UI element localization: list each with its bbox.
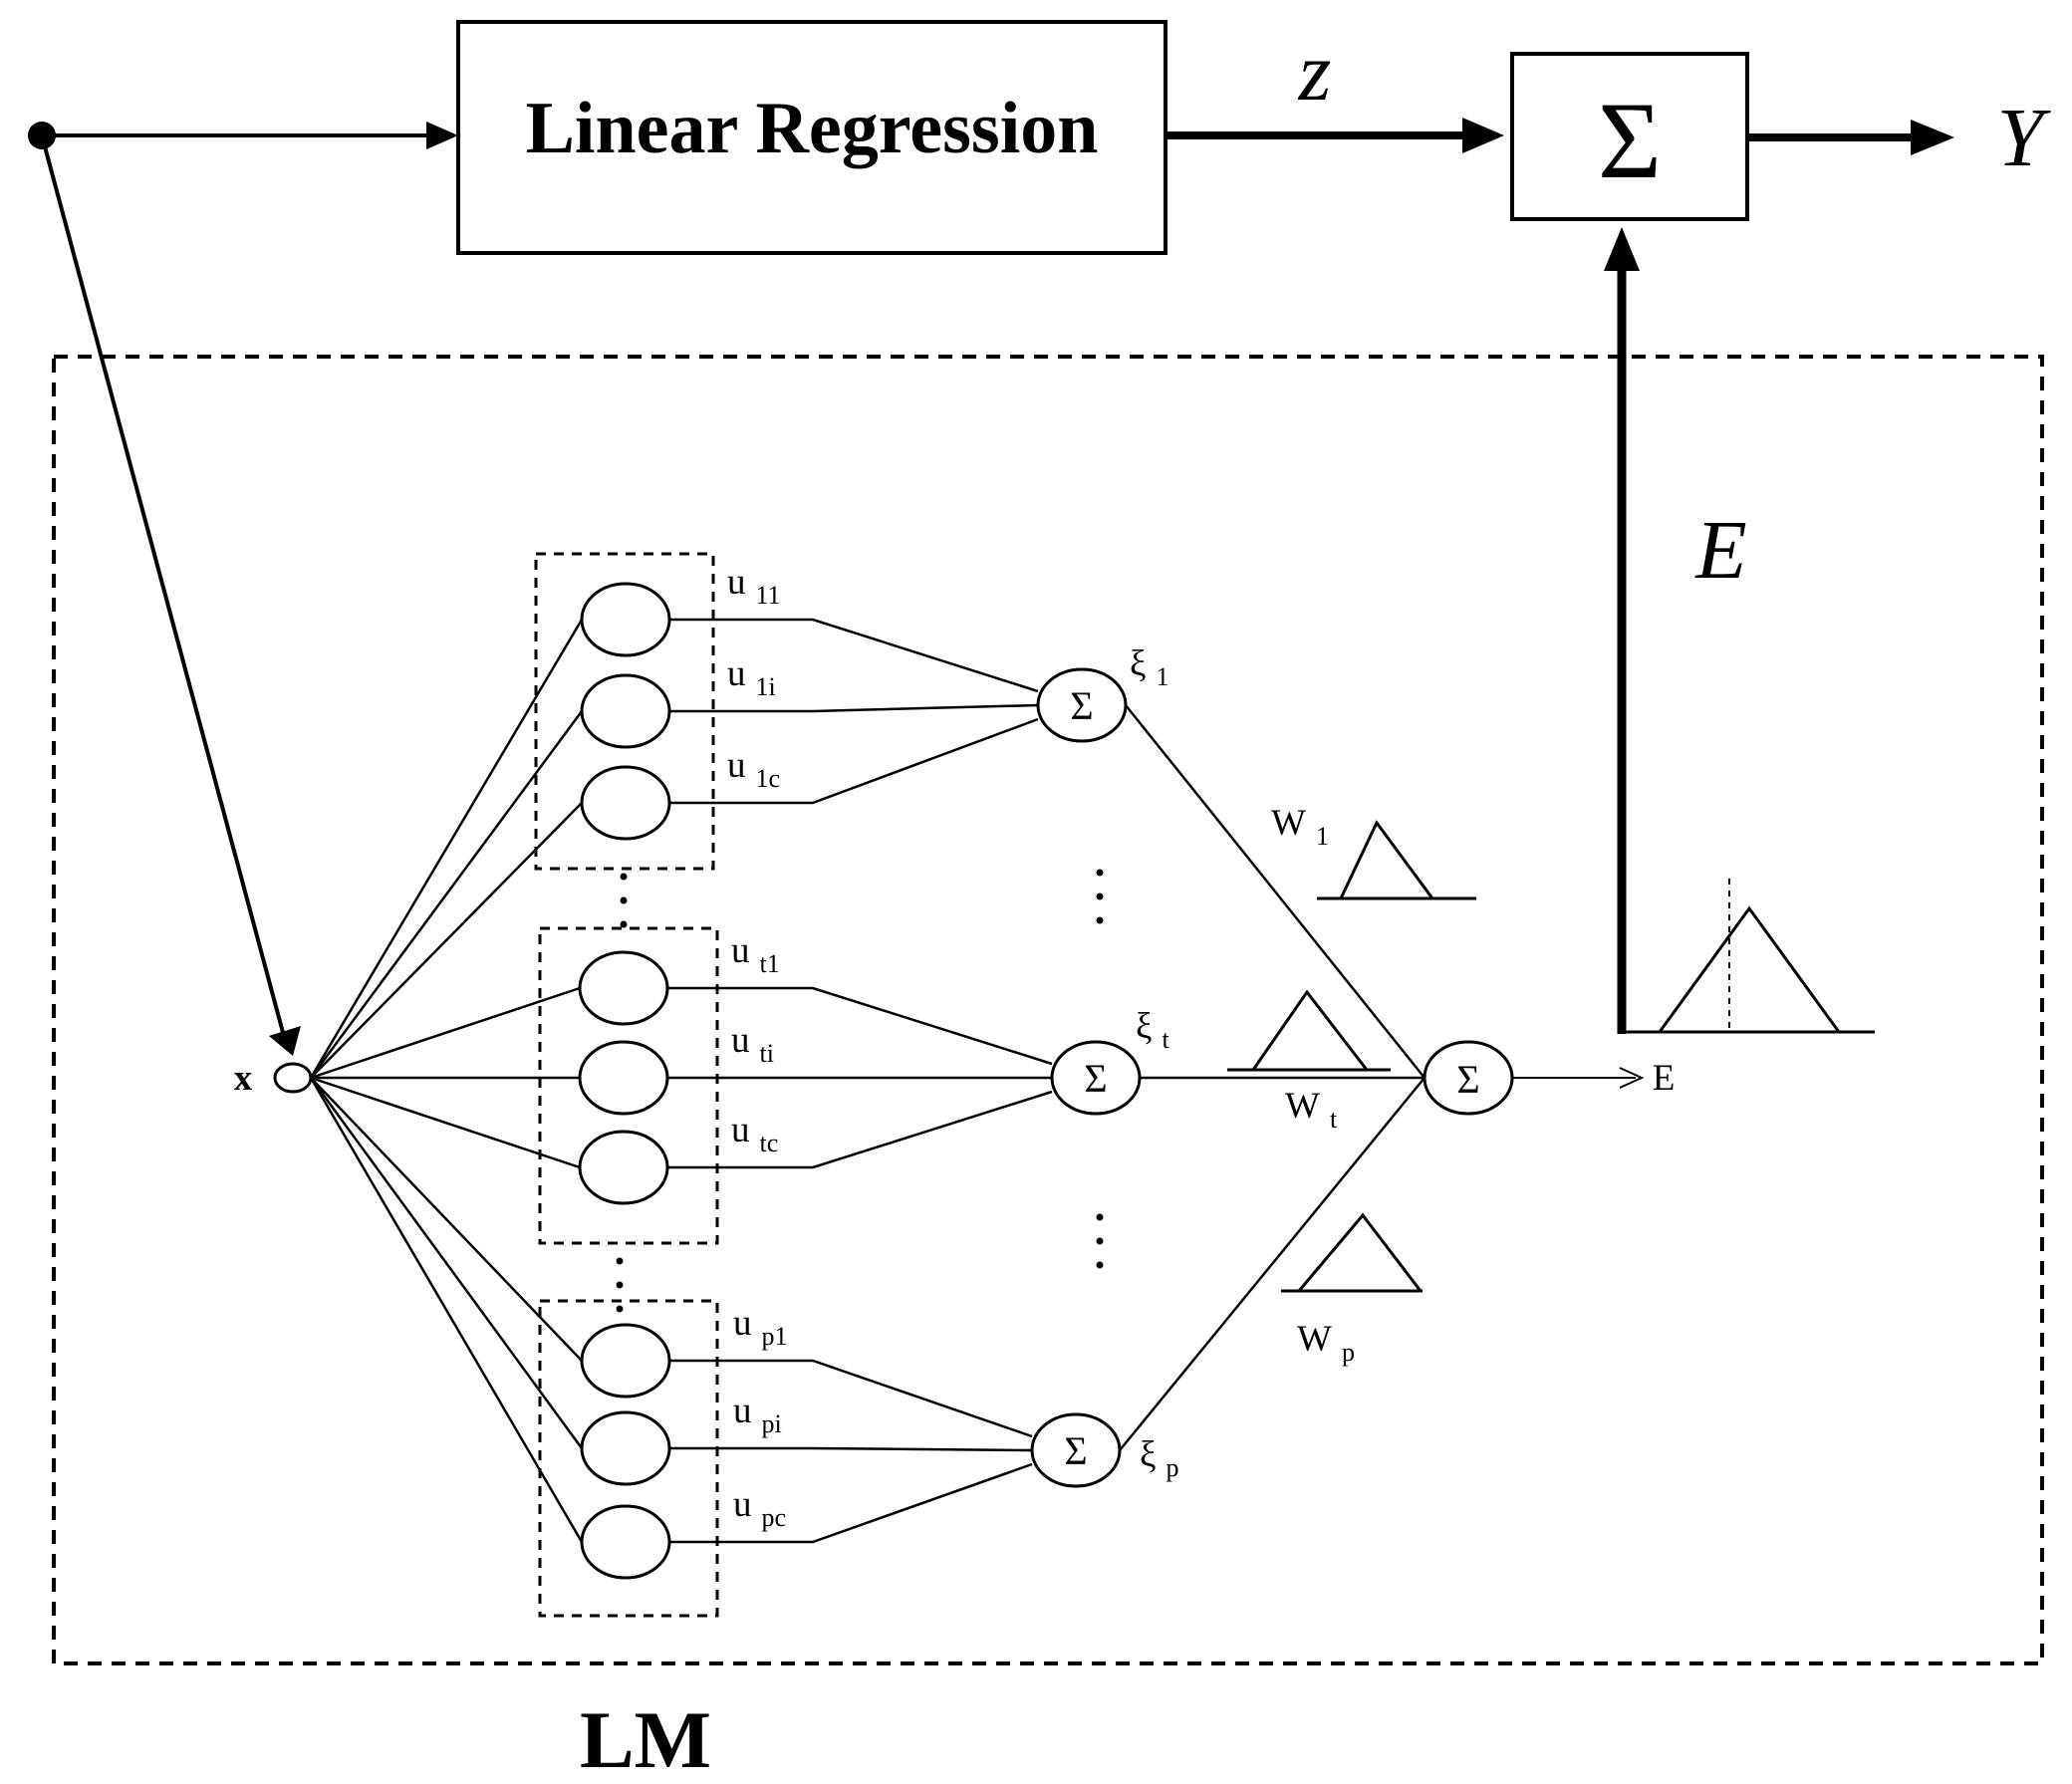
output-fuzzy-triangle bbox=[1658, 905, 1841, 1033]
input-to-x-line bbox=[40, 134, 287, 1041]
e-to-sum-arrowhead bbox=[1604, 227, 1640, 271]
sum-to-aggregate-line bbox=[1125, 704, 1425, 1079]
rule-sum-symbol: Σ bbox=[1070, 683, 1093, 728]
rule-sum-symbol: Σ bbox=[1064, 1428, 1087, 1473]
membership-group-box bbox=[534, 552, 715, 871]
input-to-regression-arrowhead bbox=[426, 122, 458, 149]
input-to-membership-line bbox=[310, 986, 581, 1080]
linear-regression-label: Linear Regression bbox=[526, 88, 1099, 169]
membership-to-sum-line bbox=[669, 618, 1039, 693]
membership-node bbox=[578, 1130, 669, 1205]
sum-to-aggregate-line bbox=[1119, 1077, 1425, 1451]
input-to-x-arrowhead bbox=[269, 1026, 301, 1056]
input-to-membership-line bbox=[309, 1077, 584, 1449]
membership-ellipsis-1 bbox=[620, 873, 628, 928]
y-label: Y bbox=[1997, 92, 2052, 184]
x-input-node bbox=[273, 1062, 313, 1094]
sum-ellipsis-2 bbox=[1096, 1213, 1104, 1269]
sum-to-y-arrowhead bbox=[1911, 120, 1954, 155]
membership-to-sum-line bbox=[669, 1359, 1033, 1438]
membership-node bbox=[580, 673, 671, 749]
membership-group-box bbox=[538, 1299, 719, 1618]
input-to-membership-line bbox=[309, 619, 584, 1079]
lm-dashed-frame bbox=[52, 355, 2044, 1665]
membership-node bbox=[580, 765, 671, 841]
weight-fuzzy-triangle bbox=[1297, 1212, 1423, 1292]
membership-to-sum-line bbox=[669, 703, 1039, 713]
final-sum-symbol: Σ bbox=[1598, 80, 1662, 201]
lm-label: LM bbox=[580, 1694, 711, 1779]
z-label: z bbox=[1298, 26, 1332, 119]
membership-node bbox=[580, 1504, 671, 1580]
input-to-membership-line bbox=[309, 710, 584, 1079]
aggregate-to-e-arrowhead bbox=[1619, 1067, 1645, 1089]
membership-to-sum-line bbox=[667, 1090, 1053, 1169]
input-to-membership-line bbox=[310, 802, 583, 1079]
e-small-label: E bbox=[1653, 1058, 1676, 1099]
e-big-label: E bbox=[1694, 504, 1746, 597]
weight-fuzzy-triangle bbox=[1339, 820, 1434, 899]
membership-node bbox=[578, 1040, 669, 1116]
membership-to-sum-line bbox=[669, 717, 1039, 805]
membership-node bbox=[580, 1410, 671, 1486]
membership-group-box bbox=[538, 926, 719, 1245]
aggregate-sum-symbol: Σ bbox=[1456, 1057, 1479, 1102]
regression-to-sum-arrowhead bbox=[1462, 118, 1504, 153]
weight-fuzzy-triangle bbox=[1251, 989, 1369, 1071]
membership-to-sum-line bbox=[669, 1446, 1033, 1452]
membership-node bbox=[580, 1323, 671, 1399]
x-input-label: x bbox=[234, 1058, 253, 1099]
input-to-membership-line bbox=[310, 1076, 581, 1169]
membership-to-sum-line bbox=[669, 1462, 1033, 1544]
membership-to-sum-line bbox=[667, 986, 1053, 1066]
membership-ellipsis-2 bbox=[616, 1257, 624, 1313]
membership-node bbox=[580, 582, 671, 657]
input-to-membership-line bbox=[310, 1077, 583, 1362]
membership-node bbox=[578, 950, 669, 1026]
input-to-membership-line bbox=[309, 1077, 584, 1543]
sum-ellipsis-1 bbox=[1096, 869, 1104, 924]
rule-sum-symbol: Σ bbox=[1084, 1056, 1107, 1101]
